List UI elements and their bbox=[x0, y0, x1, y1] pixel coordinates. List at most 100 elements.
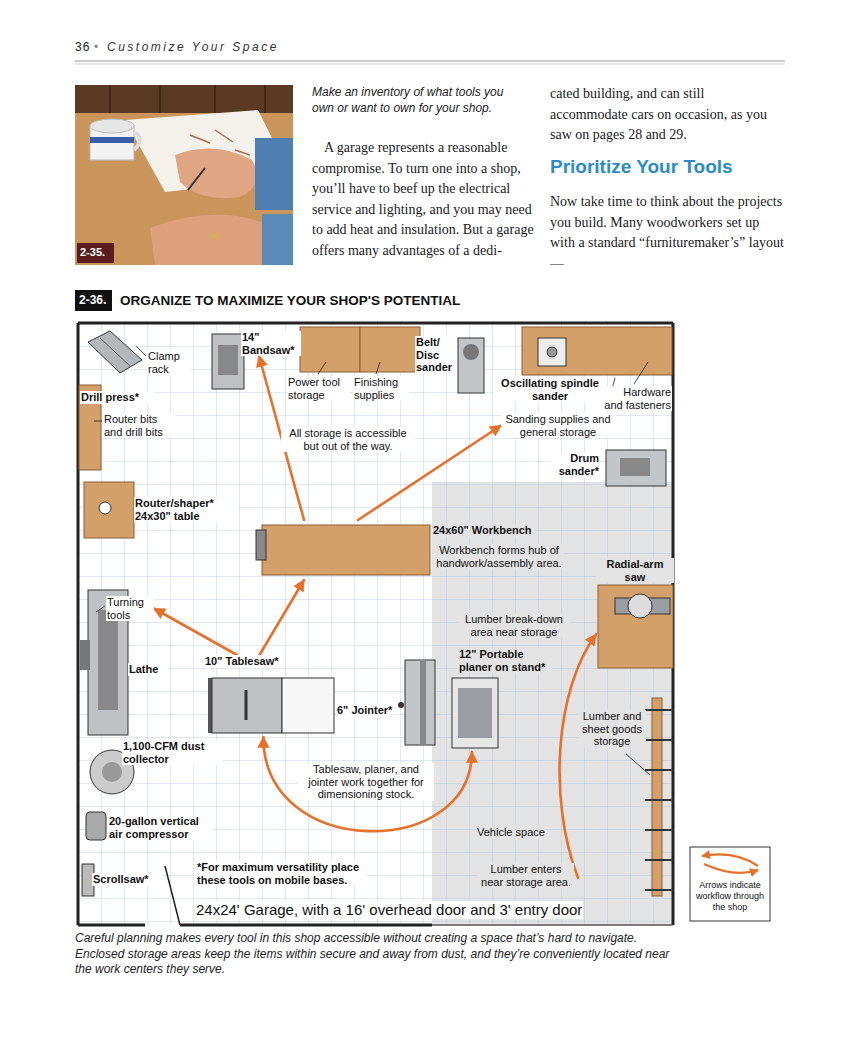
photo bbox=[175, 149, 257, 198]
storage-label: Finishing supplies bbox=[353, 376, 409, 401]
tool-icon bbox=[218, 345, 238, 375]
photo bbox=[75, 85, 293, 265]
figure-number: 2-36. bbox=[79, 293, 106, 308]
tool-icon bbox=[645, 710, 673, 890]
tool-icon bbox=[652, 698, 662, 896]
figure-number-box bbox=[77, 243, 114, 263]
photo bbox=[264, 85, 266, 113]
plan-note: Vehicle space bbox=[476, 826, 546, 839]
running-head: Customize Your Space bbox=[107, 40, 279, 54]
node-text: 10" Tablesaw* bbox=[204, 655, 280, 668]
figure-number-box bbox=[75, 243, 114, 311]
tool-icon bbox=[628, 594, 652, 618]
leader-line bbox=[376, 362, 380, 374]
node-text: Drum sander* bbox=[550, 452, 600, 477]
legend-text: Arrows indicate workflow through the sho… bbox=[692, 880, 768, 913]
tool-icon bbox=[458, 338, 484, 393]
tool-icon bbox=[547, 347, 557, 357]
storage-label: Router bits and drill bits bbox=[103, 413, 175, 438]
tool-icon bbox=[245, 690, 248, 720]
tool-label: Belt/ Disc sander bbox=[415, 336, 457, 374]
floor-plan bbox=[432, 924, 673, 926]
plan-note: Lumber break-down area near storage bbox=[458, 613, 570, 638]
plan-note: *For maximum versatility place these too… bbox=[196, 861, 366, 886]
node-text: Finishing supplies bbox=[353, 376, 409, 401]
node-text: Drill press* bbox=[80, 391, 154, 404]
workflow-arrow bbox=[259, 580, 304, 655]
tool-label: Drill press* bbox=[80, 391, 154, 404]
node-text: Radial-arm saw bbox=[596, 558, 674, 583]
node-text: Scrollsaw* bbox=[92, 873, 162, 886]
floor-plan bbox=[78, 323, 673, 925]
tool-icon bbox=[398, 702, 404, 708]
tool-icon bbox=[98, 610, 118, 710]
node-text: 24x60" Workbench bbox=[432, 524, 533, 537]
workflow-arrow bbox=[263, 737, 472, 831]
photo bbox=[255, 138, 293, 210]
header-rule bbox=[75, 64, 785, 65]
figure-title: ORGANIZE TO MAXIMIZE YOUR SHOP'S POTENTI… bbox=[120, 293, 460, 309]
photo bbox=[212, 233, 218, 239]
node-text: Power tool storage bbox=[287, 376, 349, 401]
tool-icon bbox=[405, 660, 435, 745]
plan-note: All storage is accessible but out of the… bbox=[281, 427, 415, 452]
tool-label: Oscillating spindle sander bbox=[494, 377, 606, 402]
tool-icon bbox=[80, 640, 90, 670]
leader-line bbox=[94, 421, 102, 422]
storage-cabinet bbox=[522, 327, 672, 375]
tool-icon bbox=[256, 530, 266, 560]
tool-station: Radial-arm saw bbox=[596, 556, 673, 668]
photo bbox=[109, 85, 111, 113]
tool-label: Drum sander* bbox=[550, 452, 600, 477]
node-text: 12" Portable planer on stand* bbox=[458, 648, 552, 673]
header-rule bbox=[75, 61, 785, 64]
tool-icon bbox=[86, 812, 106, 840]
tool-icon bbox=[99, 502, 111, 514]
node-text: Oscillating spindle sander bbox=[494, 377, 606, 402]
photo bbox=[262, 214, 293, 265]
plan-note: Lumber enters near storage area. bbox=[478, 863, 574, 888]
node-text: Lathe bbox=[128, 663, 168, 676]
separator: • bbox=[94, 40, 98, 54]
photo bbox=[159, 85, 161, 113]
node-text: 14" Bandsaw* bbox=[241, 331, 301, 356]
body-text: A garage represents a reasonable comprom… bbox=[312, 138, 534, 261]
tool-station: 12" Portable planer on stand* bbox=[448, 646, 552, 752]
tool-icon bbox=[80, 331, 673, 896]
figure-number: 2-35. bbox=[80, 246, 105, 259]
plan-note: Tablesaw, planer, and jointer work toget… bbox=[298, 763, 434, 801]
tool-icon bbox=[282, 678, 334, 733]
leader-line bbox=[626, 754, 650, 775]
tool-label: Lathe bbox=[128, 663, 168, 676]
page-number: 36 bbox=[75, 40, 90, 54]
tool-icon bbox=[463, 344, 479, 360]
node-text: Router/shaper* 24x30" table bbox=[134, 497, 238, 522]
tool-icon bbox=[84, 482, 134, 538]
leader-line bbox=[94, 346, 650, 775]
section-heading: Prioritize Your Tools bbox=[550, 156, 733, 178]
photo bbox=[90, 137, 134, 143]
tool-icon bbox=[452, 678, 498, 748]
tool-label: Turning tools bbox=[106, 596, 154, 621]
legend-box bbox=[702, 854, 758, 866]
tool-icon bbox=[606, 450, 666, 486]
tool-icon bbox=[420, 660, 426, 745]
legend-box bbox=[690, 847, 770, 921]
storage-label: Sanding supplies and general storage bbox=[501, 413, 615, 438]
tool-icon bbox=[100, 338, 130, 366]
node-text: 1,100-CFM dust collector bbox=[122, 740, 222, 765]
tool-icon bbox=[102, 762, 122, 782]
figure-number-box bbox=[75, 290, 112, 311]
leader-line bbox=[318, 362, 326, 374]
tool-icon bbox=[212, 334, 244, 389]
photo bbox=[150, 215, 293, 265]
legend-box bbox=[690, 847, 770, 921]
floor-plan bbox=[78, 323, 673, 925]
tool-icon bbox=[212, 678, 282, 733]
floor-plan bbox=[78, 323, 673, 925]
storage-cabinet bbox=[360, 327, 420, 372]
tool-icon bbox=[458, 688, 492, 738]
garage-floor: 24x24' Garage, with a 16' overhead door … bbox=[78, 323, 673, 925]
storage-cabinet bbox=[300, 327, 360, 372]
